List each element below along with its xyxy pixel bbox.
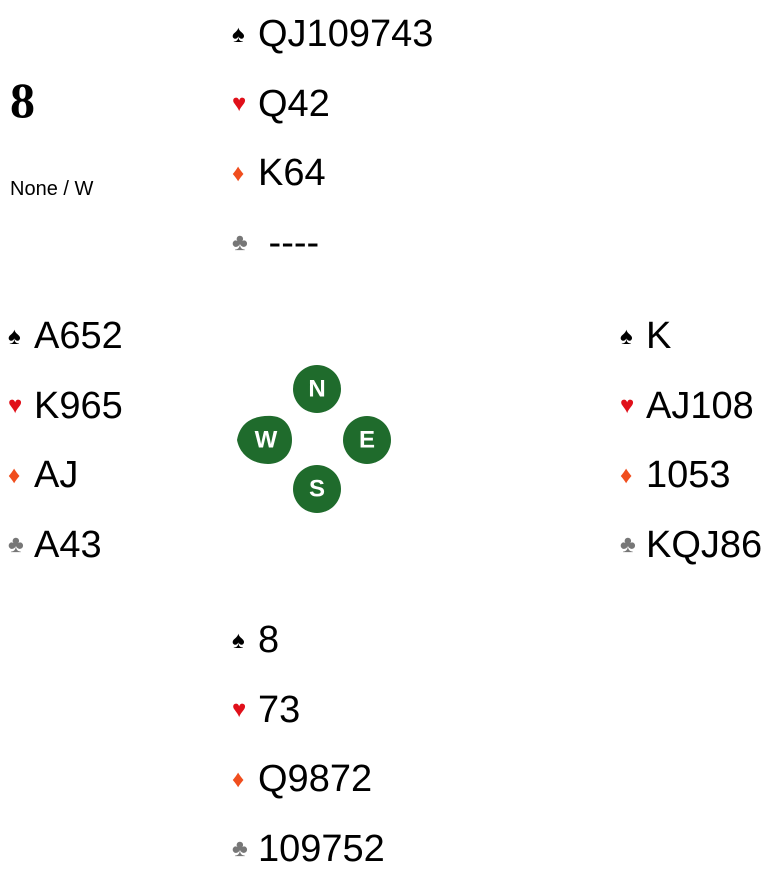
north-hand: ♠ QJ109743 ♥ Q42 ♦ K64 ♣ ---- bbox=[232, 0, 433, 278]
heart-icon: ♥ bbox=[232, 92, 258, 116]
north-hearts-cards: Q42 bbox=[258, 83, 330, 126]
diamond-icon: ♦ bbox=[620, 464, 646, 488]
east-hearts-cards: AJ108 bbox=[646, 385, 754, 428]
spade-icon: ♠ bbox=[620, 325, 646, 349]
club-icon: ♣ bbox=[8, 533, 34, 557]
club-icon: ♣ bbox=[620, 533, 646, 557]
south-diamonds: ♦ Q9872 bbox=[232, 745, 385, 815]
north-clubs: ♣ ---- bbox=[232, 209, 433, 279]
south-clubs-cards: 109752 bbox=[258, 828, 385, 871]
spade-icon: ♠ bbox=[232, 23, 258, 47]
west-spades: ♠ A652 bbox=[8, 302, 123, 372]
compass-icon: N E S W bbox=[232, 360, 402, 520]
compass-north-label: N bbox=[308, 376, 325, 403]
south-diamonds-cards: Q9872 bbox=[258, 758, 372, 801]
diamond-icon: ♦ bbox=[232, 768, 258, 792]
east-spades-cards: K bbox=[646, 315, 671, 358]
west-hearts-cards: K965 bbox=[34, 385, 123, 428]
north-spades-cards: QJ109743 bbox=[258, 13, 433, 56]
south-hearts: ♥ 73 bbox=[232, 676, 385, 746]
west-hand: ♠ A652 ♥ K965 ♦ AJ ♣ A43 bbox=[8, 302, 123, 580]
east-spades: ♠ K bbox=[620, 302, 762, 372]
east-clubs-cards: KQJ86 bbox=[646, 524, 762, 567]
east-clubs: ♣ KQJ86 bbox=[620, 511, 762, 581]
north-diamonds-cards: K64 bbox=[258, 152, 326, 195]
east-hearts: ♥ AJ108 bbox=[620, 372, 762, 442]
north-spades: ♠ QJ109743 bbox=[232, 0, 433, 70]
heart-icon: ♥ bbox=[232, 698, 258, 722]
west-hearts: ♥ K965 bbox=[8, 372, 123, 442]
compass-south-label: S bbox=[309, 476, 325, 503]
diamond-icon: ♦ bbox=[8, 464, 34, 488]
spade-icon: ♠ bbox=[232, 629, 258, 653]
west-clubs: ♣ A43 bbox=[8, 511, 123, 581]
heart-icon: ♥ bbox=[620, 394, 646, 418]
south-hand: ♠ 8 ♥ 73 ♦ Q9872 ♣ 109752 bbox=[232, 606, 385, 884]
south-spades-cards: 8 bbox=[258, 619, 279, 662]
heart-icon: ♥ bbox=[8, 394, 34, 418]
north-diamonds: ♦ K64 bbox=[232, 139, 433, 209]
compass-east-label: E bbox=[359, 427, 375, 454]
south-clubs: ♣ 109752 bbox=[232, 815, 385, 884]
south-hearts-cards: 73 bbox=[258, 689, 300, 732]
vulnerability-dealer: None / W bbox=[10, 176, 93, 202]
club-icon: ♣ bbox=[232, 231, 258, 255]
east-hand: ♠ K ♥ AJ108 ♦ 1053 ♣ KQJ86 bbox=[620, 302, 762, 580]
north-clubs-cards: ---- bbox=[258, 222, 319, 265]
spade-icon: ♠ bbox=[8, 325, 34, 349]
north-hearts: ♥ Q42 bbox=[232, 70, 433, 140]
diamond-icon: ♦ bbox=[232, 162, 258, 186]
west-spades-cards: A652 bbox=[34, 315, 123, 358]
west-diamonds-cards: AJ bbox=[34, 454, 78, 497]
west-clubs-cards: A43 bbox=[34, 524, 102, 567]
south-spades: ♠ 8 bbox=[232, 606, 385, 676]
east-diamonds-cards: 1053 bbox=[646, 454, 731, 497]
board-number: 8 bbox=[10, 70, 35, 130]
compass-west-label: W bbox=[255, 427, 278, 454]
east-diamonds: ♦ 1053 bbox=[620, 441, 762, 511]
west-diamonds: ♦ AJ bbox=[8, 441, 123, 511]
